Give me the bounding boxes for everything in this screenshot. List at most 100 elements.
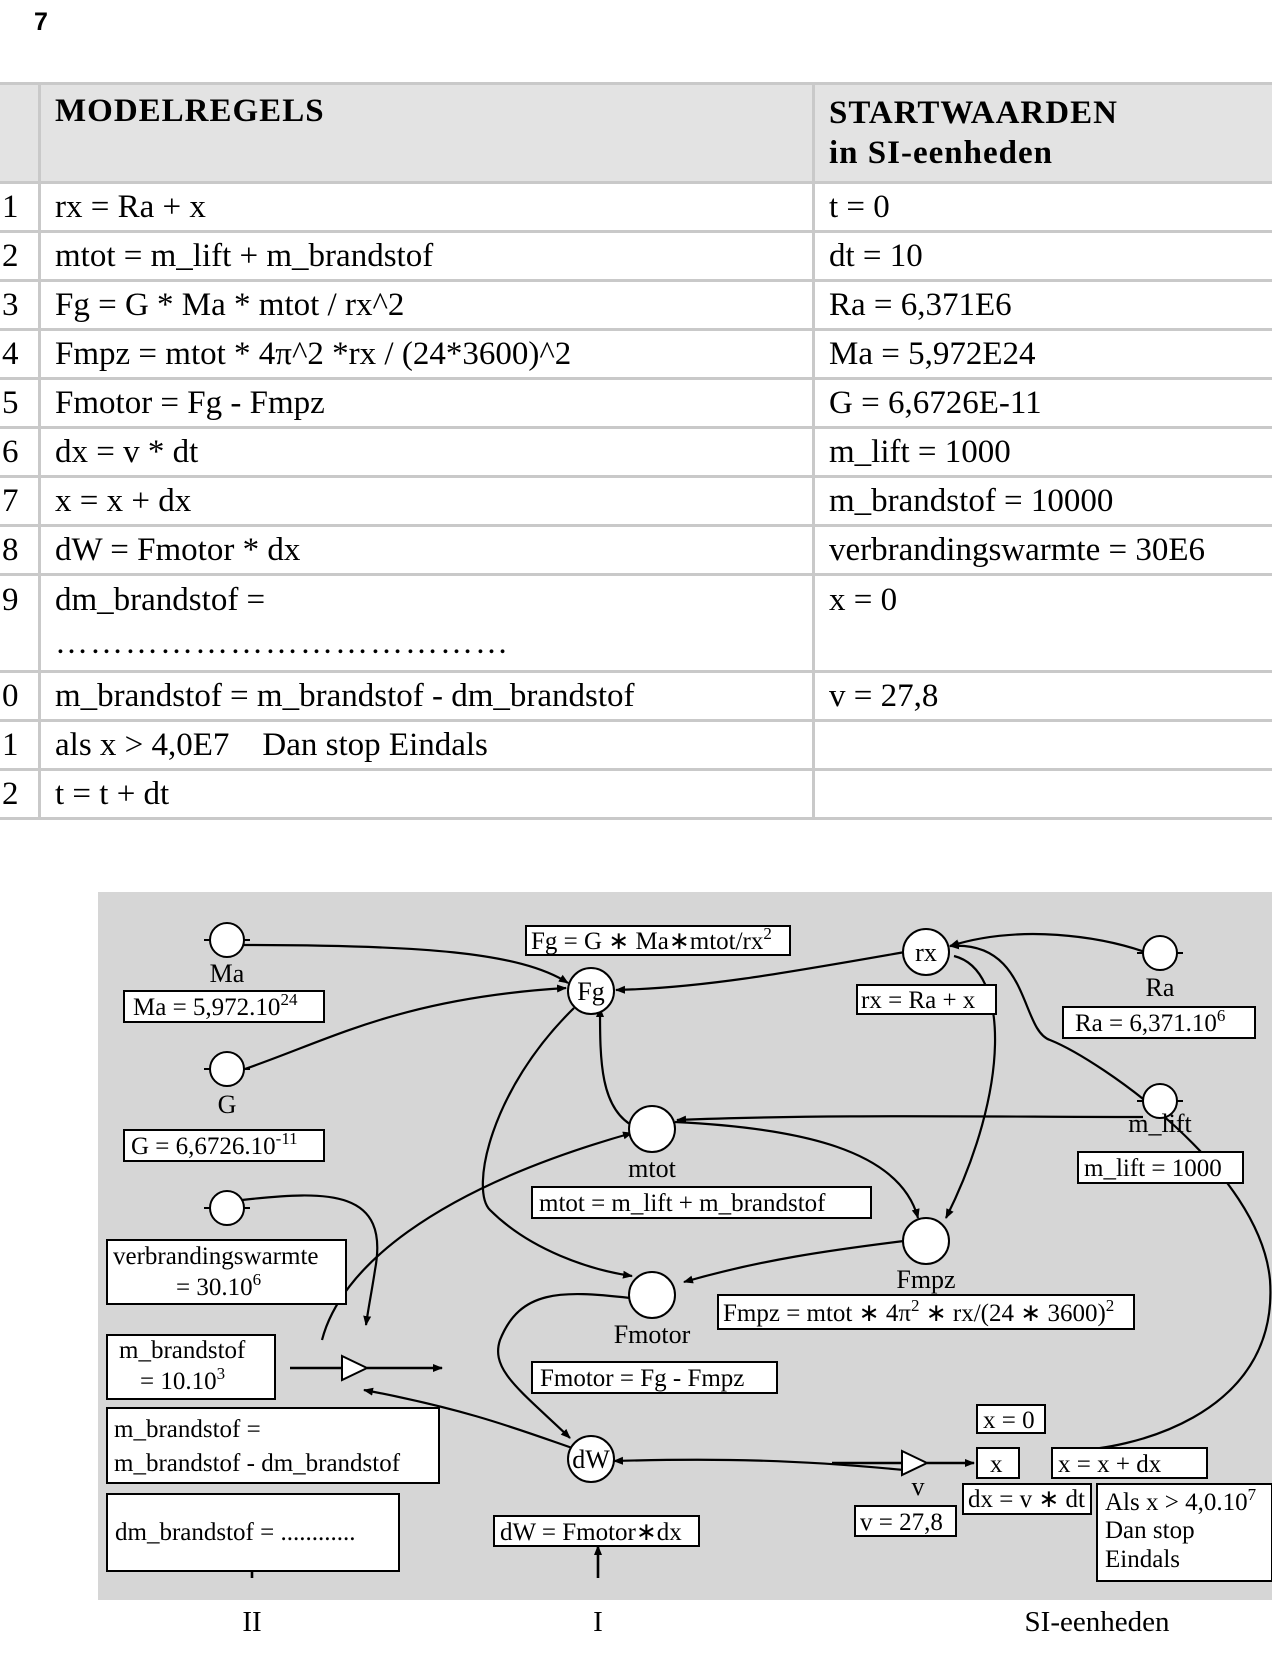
dx-formula-box — [962, 1483, 1092, 1515]
stop-condition-box — [1096, 1483, 1272, 1582]
header-num-cell — [0, 82, 41, 184]
row-number: 6 — [0, 426, 41, 478]
g-constant-node — [204, 1051, 250, 1087]
rx-node — [902, 928, 950, 976]
fg-formula-text: Fg = G ∗ Ma∗mtot/rx2 — [531, 924, 772, 955]
ra-value-box — [1062, 1006, 1256, 1039]
start-value: Ma = 5,972E24 — [813, 328, 1272, 380]
fmotor-label: Fmotor — [614, 1320, 691, 1349]
start-value: x = 0 — [813, 573, 1272, 673]
fmpz-label: Fmpz — [896, 1265, 955, 1294]
row-number: 0 — [0, 670, 41, 722]
start-value: m_lift = 1000 — [813, 426, 1272, 478]
model-rule: t = t + dt — [39, 768, 815, 820]
g-value-text: G = 6,6726.10-11 — [131, 1129, 298, 1160]
mbrandstof-line2: = 10.103 — [140, 1364, 225, 1395]
g-value-box — [123, 1129, 325, 1162]
row-number: 1 — [0, 719, 41, 771]
rx-node-label: rx — [915, 938, 937, 967]
flow-lines — [248, 1364, 975, 1578]
ra-constant-node — [1137, 935, 1183, 971]
start-value: G = 6,6726E-11 — [813, 377, 1272, 429]
ma-value-box — [123, 990, 325, 1023]
velocity-flow-valve — [901, 1449, 930, 1477]
si-units-label: SI-eenheden — [1025, 1606, 1170, 1638]
page-number: 7 — [34, 8, 48, 36]
dw-node-label: dW — [572, 1445, 610, 1474]
pointer-label-two: II — [242, 1606, 261, 1638]
model-rule: dW = Fmotor * dx — [39, 524, 815, 576]
mbrandstof-line1: m_brandstof — [119, 1337, 246, 1364]
pointer-label-one: I — [593, 1606, 603, 1638]
stop-condition-line2: Dan stop — [1105, 1517, 1195, 1544]
start-value: dt = 10 — [813, 230, 1272, 282]
header-startwaarden-title: STARTWAARDEN — [829, 95, 1118, 131]
start-value: v = 27,8 — [813, 670, 1272, 722]
mbrandstof-update-line1: m_brandstof = — [114, 1416, 261, 1443]
relation-arrows — [241, 932, 1272, 1472]
ma-value-text: Ma = 5,972.1024 — [133, 990, 298, 1021]
mtot-formula-box — [531, 1186, 872, 1219]
rx-formula-text: rx = Ra + x — [861, 987, 976, 1014]
model-rule: Fmotor = Fg - Fmpz — [39, 377, 815, 429]
dw-node — [567, 1435, 615, 1483]
row-number: 3 — [0, 279, 41, 331]
start-value: verbrandingswarmte = 30E6 — [813, 524, 1272, 576]
row-number: 4 — [0, 328, 41, 380]
ma-constant-node — [204, 922, 250, 958]
mbrandstof-stock-box — [106, 1334, 276, 1400]
mtot-node — [628, 1105, 676, 1153]
mtot-label: mtot — [628, 1154, 676, 1183]
mbrandstof-update-line2: m_brandstof - dm_brandstof — [114, 1450, 401, 1477]
x-stock-box — [976, 1447, 1020, 1479]
ra-value-text: Ra = 6,371.106 — [1075, 1006, 1225, 1037]
model-rule: als x > 4,0E7 Dan stop Eindals — [39, 719, 815, 771]
x-start-text: x = 0 — [983, 1407, 1035, 1434]
ra-label: Ra — [1146, 973, 1175, 1002]
row-number: 9 — [0, 573, 41, 673]
model-rule: dx = v * dt — [39, 426, 815, 478]
fmotor-formula-text: Fmotor = Fg - Fmpz — [540, 1365, 744, 1392]
v-value-text: v = 27,8 — [860, 1509, 943, 1536]
dw-formula-box — [493, 1515, 700, 1547]
dw-formula-text: dW = Fmotor∗dx — [500, 1519, 682, 1546]
mbrandstof-update-box — [106, 1407, 440, 1484]
x-formula-box — [1051, 1447, 1208, 1479]
model-rule: Fmpz = mtot * 4π^2 *rx / (24*3600)^2 — [39, 328, 815, 380]
fmotor-formula-box — [531, 1361, 778, 1394]
stop-condition-line1: Als x > 4,0.107 — [1105, 1485, 1257, 1516]
mlift-value-text: m_lift = 1000 — [1084, 1155, 1222, 1182]
x-start-box — [976, 1404, 1046, 1434]
v-label: v — [912, 1472, 925, 1501]
mlift-constant-node — [1137, 1083, 1183, 1119]
row-number: 2 — [0, 230, 41, 282]
x-formula-text: x = x + dx — [1058, 1451, 1162, 1478]
verbrandingswarmte-line2: = 30.106 — [176, 1270, 261, 1301]
mtot-formula-text: mtot = m_lift + m_brandstof — [539, 1190, 826, 1217]
stop-condition-line3: Eindals — [1105, 1546, 1180, 1573]
row-number: 7 — [0, 475, 41, 527]
v-value-box — [854, 1505, 957, 1537]
model-rule: Fg = G * Ma * mtot / rx^2 — [39, 279, 815, 331]
dx-formula-text: dx = v ∗ dt — [968, 1486, 1085, 1513]
fuel-flow-valve — [341, 1354, 370, 1382]
model-rule: x = x + dx — [39, 475, 815, 527]
row-number: 1 — [0, 181, 41, 233]
fg-formula-box — [525, 925, 791, 956]
start-value — [813, 719, 1272, 771]
row-number: 2 — [0, 768, 41, 820]
mlift-value-box — [1077, 1151, 1244, 1184]
row-number: 5 — [0, 377, 41, 429]
graphical-model-diagram: Fg rx dW Ma G Ra m_lift mtot Fmpz Fmotor… — [98, 892, 1272, 1638]
g-label: G — [218, 1090, 237, 1119]
dm-brandstof-text: dm_brandstof = ............ — [115, 1519, 355, 1546]
start-value: Ra = 6,371E6 — [813, 279, 1272, 331]
